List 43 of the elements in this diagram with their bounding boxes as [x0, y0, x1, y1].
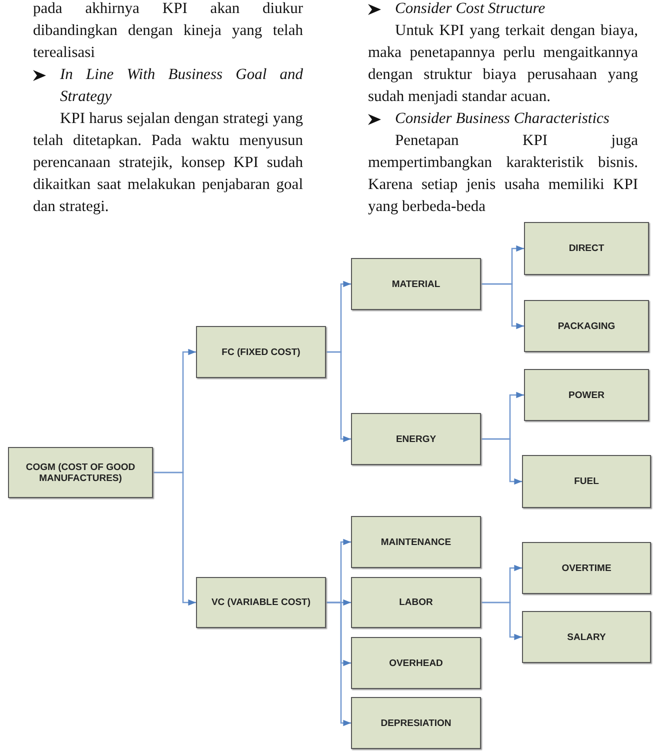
body-paragraph: Untuk KPI yang terkait dengan biaya, maka penetapannya perlu mengaitkannya dengan struktur biaya perusahaan yang sudah menjadi standar acuan. — [368, 21, 638, 107]
body-paragraph: Penetapan KPI juga mempertimbangkan karakteristik bisnis. Karena setiap jenis usaha memiliki KPI yang berbeda-beda — [368, 131, 638, 217]
box-label: FUEL — [574, 476, 599, 487]
box-label: MATERIAL — [392, 278, 440, 290]
process-box — [524, 222, 649, 275]
box-label: OVERHEAD — [389, 658, 443, 668]
process-box — [351, 516, 481, 568]
box-label: OVERTIME — [562, 562, 612, 574]
box-label: MAINTENANCE — [380, 536, 452, 548]
heading-text: In Line With Business Goal and Strategy — [60, 66, 303, 105]
process-box — [522, 455, 651, 508]
connector-arrow — [481, 283, 524, 330]
process-box — [351, 413, 481, 465]
connector-arrow — [153, 472, 196, 606]
process-box — [524, 300, 649, 352]
box-label: DIRECT — [568, 243, 604, 254]
box-label: DEPRESIATION — [380, 718, 452, 728]
box-label: LABOR — [399, 597, 433, 608]
box-label: ENERGY — [396, 434, 436, 444]
connector-arrow — [326, 351, 351, 442]
process-box — [351, 637, 481, 689]
box-label: VC (VARIABLE COST) — [211, 597, 311, 608]
process-box — [522, 542, 651, 594]
box-label: COGM (COST OF GOOD MANUFACTURES) — [24, 462, 136, 484]
process-box — [196, 577, 326, 628]
box-label: PACKAGING — [558, 320, 616, 332]
process-box — [524, 369, 649, 421]
heading-text: Consider Business Characteristics — [395, 110, 610, 127]
connector-arrow — [481, 602, 522, 640]
heading-text: Consider Cost Structure — [395, 0, 546, 17]
process-box — [351, 577, 481, 628]
box-label: POWER — [568, 390, 604, 400]
box-label: SALARY — [567, 632, 606, 642]
connector-arrow — [326, 602, 351, 726]
process-box — [351, 697, 481, 749]
body-paragraph: pada akhirnya KPI akan diukur dibandingkan dengan kineja yang telah terealisasi — [33, 0, 303, 63]
process-box — [8, 447, 153, 498]
connector-arrow — [481, 438, 522, 485]
body-paragraph: KPI harus sejalan dengan strategi yang telah ditetapkan. Pada waktu menyusun perencanaan stratejik, konsep KPI sudah dikaitkan saat melakukan penjabaran goal dan strategi. — [33, 109, 303, 217]
box-label: FC (FIXED COST) — [222, 346, 300, 358]
process-box — [196, 326, 326, 378]
process-box — [351, 258, 481, 310]
process-box — [522, 611, 651, 663]
